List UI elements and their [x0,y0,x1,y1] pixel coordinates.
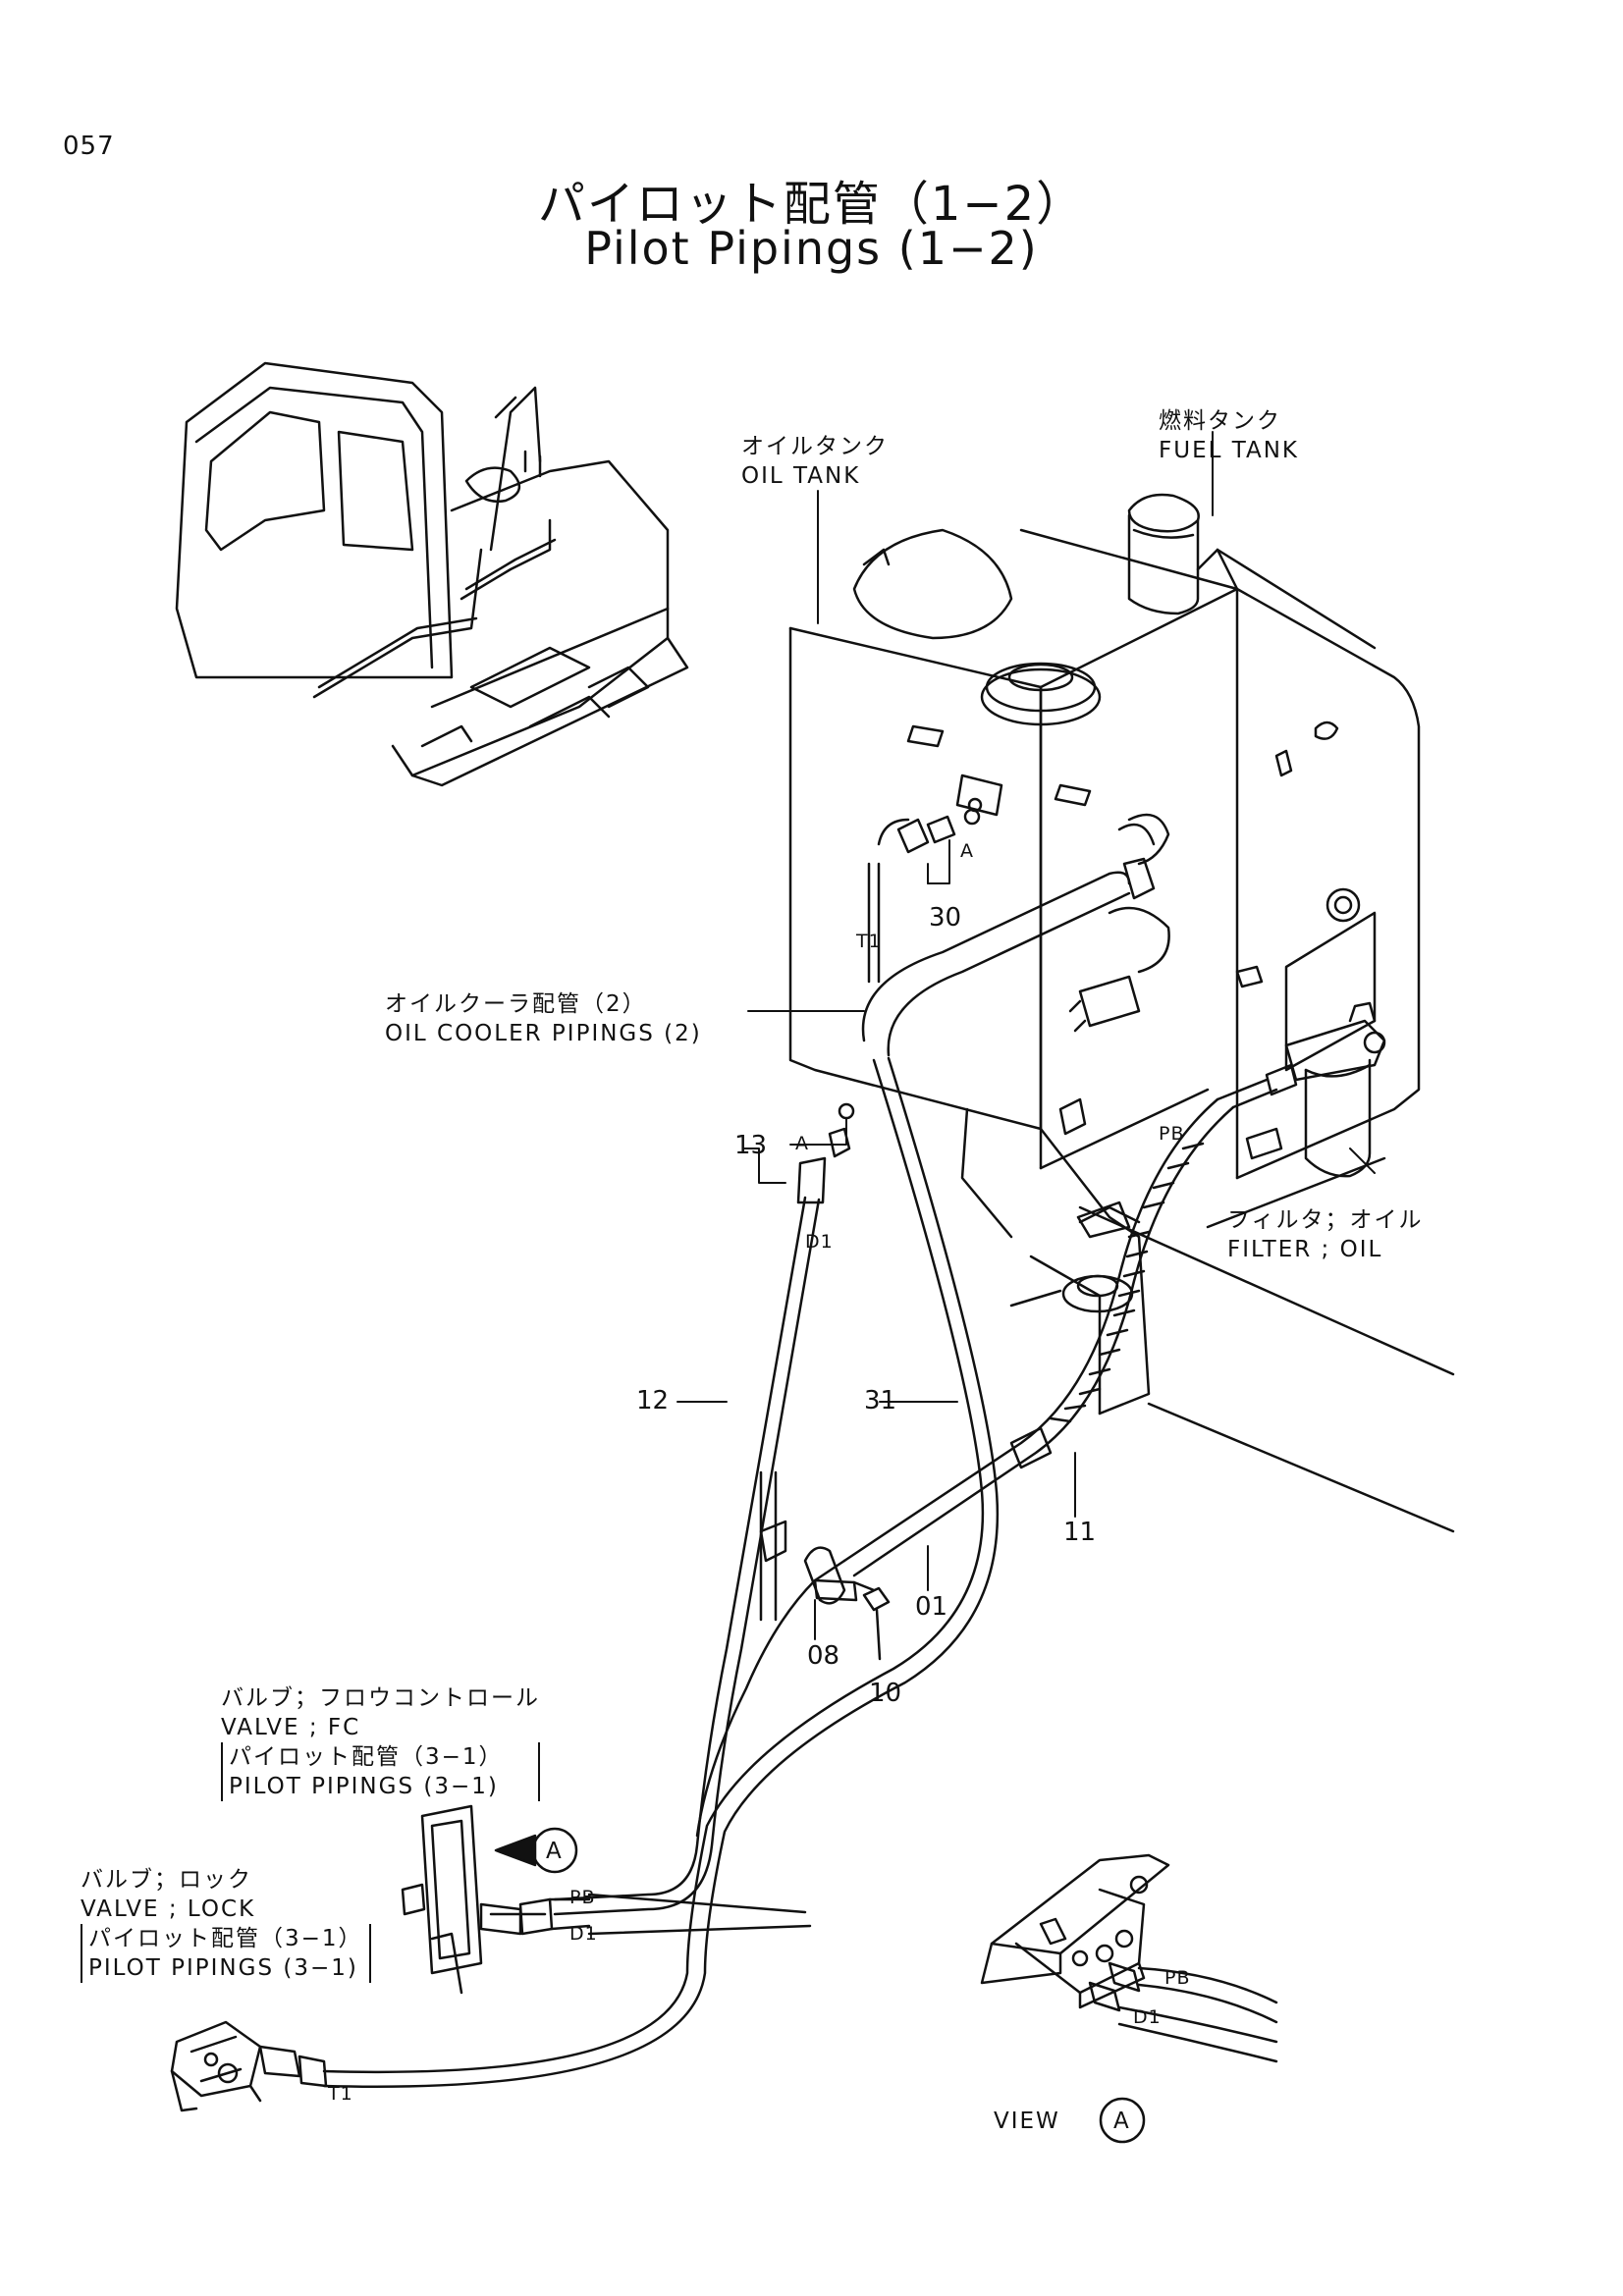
port-d1-valve: D1 [569,1923,598,1945]
page-title-ja: パイロット配管（1−2） [537,177,1086,232]
part-number-31: 31 [864,1386,897,1415]
port-pb-upper: PB [1159,1123,1185,1145]
hose-31 [322,808,1000,2088]
port-d1-view: D1 [1133,2006,1162,2028]
hose-11 [842,1063,1298,1577]
oil-cooler-piping [861,857,1156,1057]
valve-lock [170,2020,328,2112]
port-t1-lower: T1 [328,2083,353,2105]
part-number-13: 13 [734,1131,768,1160]
fuel-tank [1127,493,1421,1180]
part-number-08: 08 [807,1641,840,1671]
bolt-10 [862,1586,891,1661]
oil-tank [788,528,1239,1170]
port-pb-view: PB [1164,1967,1191,1989]
port-a-upper: A [960,840,974,862]
valve-fc-label: バルブ；フロウコントロール VALVE ; FC パイロット配管（3−1）PIL… [221,1685,540,1801]
view-label: VIEW [994,2109,1060,2134]
part-number-12: 12 [636,1386,670,1415]
page-number: 057 [63,132,115,161]
part-number-10: 10 [869,1679,902,1708]
port-pb-valve: PB [569,1887,596,1908]
clamp-08 [803,1546,876,1605]
port-t1-upper: T1 [856,931,882,952]
callout-marker-label: A [546,1839,564,1864]
part-number-11: 11 [1063,1518,1097,1547]
part-number-01: 01 [915,1592,948,1622]
valve-lock-label: バルブ；ロック VALVE ; LOCK パイロット配管（3−1）PILOT P… [81,1865,371,1983]
valve-fc [401,1804,812,1995]
view-a-detail [980,1853,1278,2063]
part-number-30: 30 [929,903,962,933]
hose-01 [489,1559,846,1916]
excavator-overview [175,361,689,787]
oil-cooler-pipings-label: オイルクーラ配管（2） OIL COOLER PIPINGS (2) [385,991,702,1046]
leader-lines [676,431,1376,1640]
view-a-circle [1099,2097,1146,2144]
fuel-tank-label: 燃料タンク FUEL TANK [1159,408,1300,463]
callout-circle [531,1827,578,1874]
hose-12 [553,1102,855,1916]
oil-tank-label: オイルタンク OIL TANK [741,434,889,489]
callout-arrow [494,1834,537,1867]
port-d1-upper: D1 [805,1231,834,1253]
view-marker-label: A [1113,2109,1131,2134]
port-a-lower: A [795,1133,809,1154]
page-title-en: Pilot Pipings (1−2) [584,222,1039,275]
machine-frame [759,1107,1455,1622]
filter-oil-label: フィルタ；オイル FILTER ; OIL [1227,1207,1424,1262]
